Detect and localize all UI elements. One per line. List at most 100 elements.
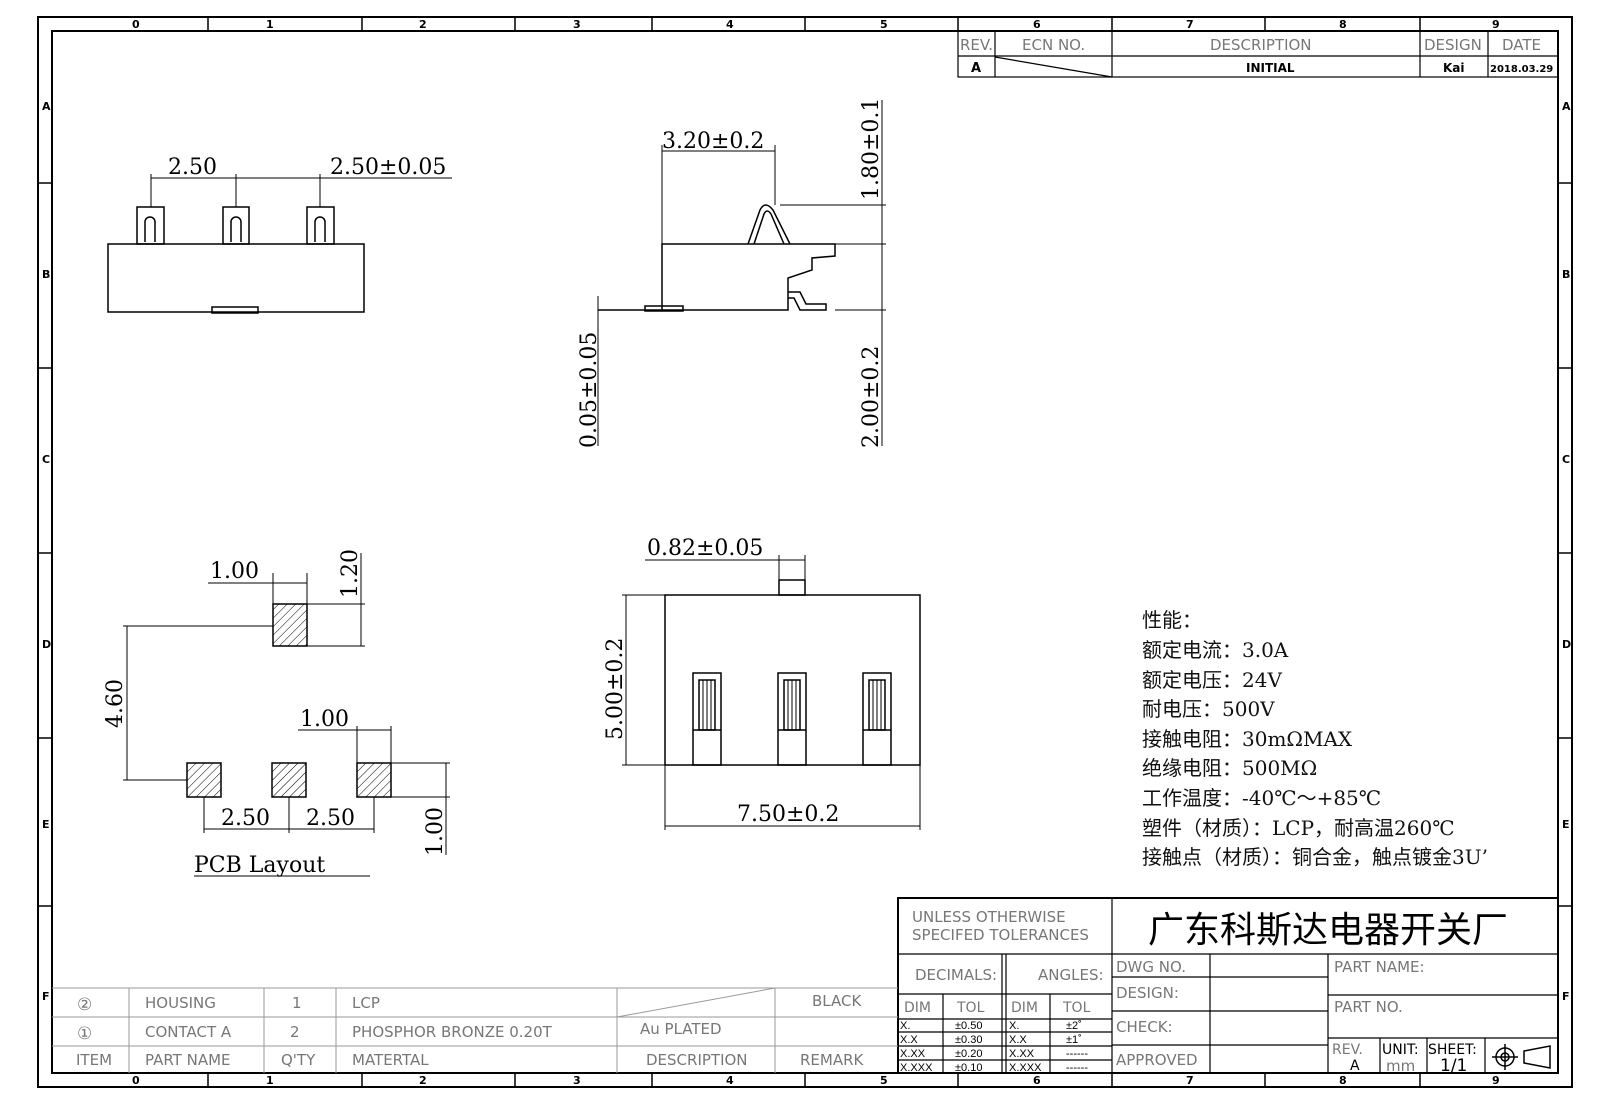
- angles-tol-header: TOL: [1062, 1000, 1091, 1016]
- zone-labels: 0 1 2 3 4 5 6 7 8 9 0 1 2 3 4 5 6 7 8 9 …: [42, 18, 1571, 1087]
- spec-line: 工作温度：-40℃～+85℃: [1142, 786, 1381, 810]
- bom-material: PHOSPHOR BRONZE 0.20T: [352, 1023, 553, 1041]
- date-value: 2018.03.29: [1490, 64, 1553, 75]
- decimal-row-tol: ±0.20: [955, 1048, 982, 1060]
- zone-right-D: D: [1562, 638, 1571, 651]
- date-header: DATE: [1502, 36, 1541, 54]
- decimals-dim-header: DIM: [904, 1000, 931, 1016]
- angles-label: ANGLES:: [1038, 966, 1104, 984]
- zone-top-1: 1: [266, 18, 274, 31]
- zone-left-F: F: [42, 990, 50, 1003]
- rev-value: A: [1350, 1058, 1360, 1074]
- unit-label: UNIT:: [1382, 1042, 1419, 1058]
- zone-left-B: B: [42, 268, 50, 281]
- bom-header-material: MATERTAL: [352, 1051, 429, 1069]
- decimals-tol-header: TOL: [956, 1000, 985, 1016]
- side-terminal: [788, 291, 827, 311]
- bom-description: Au PLATED: [640, 1020, 722, 1038]
- decimal-row-tol: ±0.50: [955, 1020, 982, 1032]
- dim-pcb-vertical-offset: 4.60: [103, 679, 128, 728]
- zone-ticks: [38, 17, 1572, 1087]
- zone-right-A: A: [1562, 100, 1571, 113]
- pcb-pad-top: [272, 603, 308, 647]
- description-header: DESCRIPTION: [1210, 36, 1312, 54]
- zone-bottom-2: 2: [419, 1074, 427, 1087]
- zone-top-7: 7: [1186, 18, 1194, 31]
- zone-left-A: A: [42, 100, 51, 113]
- angle-row-tol: ------: [1066, 1048, 1088, 1060]
- side-lever: [747, 204, 791, 245]
- dim-side-body-height: 2.00±0.2: [859, 346, 884, 448]
- part-no-label: PART NO.: [1334, 998, 1403, 1016]
- spec-line: 接触点（材质）：铜合金，触点镀金3U’: [1142, 845, 1488, 869]
- decimal-row-tol: ±0.30: [955, 1034, 982, 1046]
- bom-qty: 1: [292, 994, 302, 1012]
- zone-left-C: C: [42, 453, 50, 466]
- decimal-row-dim: X.X: [900, 1034, 918, 1046]
- rev-value: A: [971, 61, 981, 76]
- ecn-header: ECN NO.: [1022, 36, 1085, 54]
- side-body: [661, 243, 836, 311]
- bom-part: HOUSING: [145, 994, 216, 1012]
- dim-front-pitch-right: 2.50±0.05: [330, 155, 446, 180]
- bom-header-description: DESCRIPTION: [646, 1051, 748, 1069]
- bom-table: [52, 987, 898, 1073]
- decimals-label: DECIMALS:: [915, 966, 997, 984]
- zone-bottom-6: 6: [1033, 1074, 1041, 1087]
- zone-bottom-7: 7: [1186, 1074, 1194, 1087]
- dim-side-width: 3.20±0.2: [662, 129, 764, 154]
- bom-text: ② HOUSING 1 LCP BLACK ① CONTACT A 2 PHOS…: [76, 992, 865, 1069]
- bom-material: LCP: [352, 994, 380, 1012]
- decimal-row-tol: ±0.10: [955, 1062, 982, 1074]
- top-slot-1: [692, 672, 722, 766]
- pcb-pad-1: [186, 762, 222, 798]
- zone-right-C: C: [1562, 453, 1570, 466]
- dim-side-terminal-thickness: 0.05±0.05: [577, 332, 602, 448]
- zone-right-E: E: [1562, 818, 1570, 831]
- spec-line: 额定电压：24V: [1142, 668, 1282, 692]
- zone-top-4: 4: [726, 18, 734, 31]
- zone-top-0: 0: [132, 18, 140, 31]
- side-view: [597, 100, 886, 446]
- zone-top-5: 5: [880, 18, 888, 31]
- angle-row-dim: X.XXX: [1009, 1062, 1042, 1074]
- revision-block-text: REV. ECN NO. DESCRIPTION DESIGN DATE A I…: [960, 36, 1553, 76]
- dim-pcb-pitch-left: 2.50: [221, 806, 270, 831]
- company-name: 广东科斯达电器开关厂: [1148, 910, 1508, 951]
- bom-item: ①: [77, 1024, 92, 1044]
- dim-top-body-length: 7.50±0.2: [737, 802, 839, 827]
- zone-left-E: E: [42, 818, 50, 831]
- bom-header-item: ITEM: [76, 1051, 112, 1069]
- zone-bottom-8: 8: [1339, 1074, 1347, 1087]
- bom-header-part: PART NAME: [145, 1051, 231, 1069]
- title-block-text: UNLESS OTHERWISE SPECIFED TOLERANCES 广东科…: [900, 908, 1508, 1076]
- angle-row-dim: X.XX: [1009, 1048, 1035, 1060]
- top-lever: [778, 579, 806, 596]
- zone-top-9: 9: [1492, 18, 1500, 31]
- dim-top-lever-width: 0.82±0.05: [647, 536, 763, 561]
- part-name-label: PART NAME:: [1334, 958, 1425, 976]
- dim-pcb-pad-top-height: 1.20: [338, 549, 363, 598]
- front-pin-1: [136, 206, 165, 245]
- bom-remark: BLACK: [812, 992, 862, 1010]
- side-bottom-foot: [644, 305, 684, 312]
- design-header: DESIGN: [1424, 36, 1482, 54]
- angle-row-tol: ±2˚: [1066, 1020, 1082, 1032]
- zone-top-8: 8: [1339, 18, 1347, 31]
- top-slot-2: [777, 672, 807, 766]
- zone-bottom-1: 1: [266, 1074, 274, 1087]
- dwg-no-label: DWG NO.: [1116, 958, 1186, 976]
- decimal-row-dim: X.XXX: [900, 1062, 933, 1074]
- projection-symbol-icon: [1492, 1044, 1551, 1070]
- zone-bottom-9: 9: [1492, 1074, 1500, 1087]
- tolerance-note-1: UNLESS OTHERWISE: [912, 908, 1066, 926]
- spec-line: 接触电阻：30mΩMAX: [1142, 727, 1353, 751]
- decimal-row-dim: X.XX: [900, 1048, 926, 1060]
- zone-bottom-5: 5: [880, 1074, 888, 1087]
- unit-value: mm: [1386, 1057, 1415, 1075]
- dim-pcb-pitch-right: 2.50: [306, 806, 355, 831]
- tolerance-note-2: SPECIFED TOLERANCES: [912, 926, 1089, 944]
- spec-heading: 性能：: [1142, 608, 1202, 632]
- sheet-value: 1/1: [1440, 1056, 1467, 1076]
- dim-side-lever-height: 1.80±0.1: [859, 98, 884, 200]
